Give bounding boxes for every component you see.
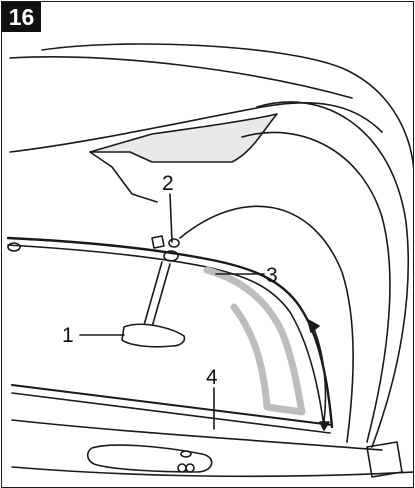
canopy-shell-body — [9, 102, 383, 153]
callout-label-2: 2 — [162, 172, 174, 195]
figure-number-badge: 16 — [2, 2, 41, 32]
callout-label-3: 3 — [266, 264, 278, 287]
side-cover-edge — [89, 151, 158, 203]
clip-top — [168, 238, 180, 248]
canopy-top-edge — [41, 43, 413, 171]
side-cover-shade — [89, 113, 278, 163]
glass-pane-bottom-inner — [11, 392, 331, 434]
callout-label-4: 4 — [206, 366, 218, 389]
control-panel — [86, 444, 213, 473]
lower-body-top — [11, 419, 383, 451]
knob-2 — [185, 463, 195, 473]
glass-pane-top — [6, 236, 334, 429]
clip-left — [7, 242, 21, 252]
adjust-arrow-head-top — [307, 319, 320, 333]
leader-line-2 — [169, 193, 173, 243]
callout-label-1: 1 — [62, 324, 74, 347]
adjust-arrow-head-bottom — [319, 421, 330, 431]
adjust-arrow-line — [311, 323, 327, 423]
glass-pane-bottom — [11, 384, 333, 426]
glass-pane-top-inner — [7, 244, 325, 428]
outer-arch-inner — [241, 131, 391, 443]
outer-arch — [256, 101, 410, 448]
inner-arch — [179, 205, 354, 443]
tool-shaft — [141, 261, 171, 335]
clip-center — [163, 250, 179, 262]
glass-reflection — [203, 266, 306, 416]
lock-tab — [151, 235, 165, 249]
canopy-upper-line — [9, 56, 353, 99]
lower-body-base — [11, 466, 413, 478]
panel-button — [180, 450, 192, 458]
knob-1 — [177, 463, 187, 473]
tool-handle — [121, 323, 186, 348]
right-foot — [366, 441, 403, 478]
